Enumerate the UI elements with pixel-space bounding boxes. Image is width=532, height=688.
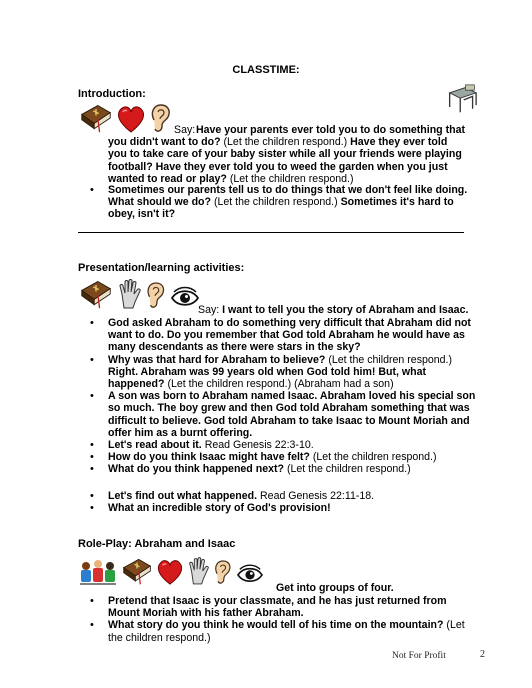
eye-icon <box>236 562 264 586</box>
ear-icon <box>212 558 234 586</box>
list-item: What an incredible story of God's provis… <box>86 502 478 514</box>
bullet-bold: Let's read about it. <box>108 439 202 452</box>
presentation-icon-row <box>78 278 200 310</box>
intro-say-plain-2: (Let the children respond.) <box>229 172 354 185</box>
bullet-plain: (Let the children respond.) <box>328 353 453 366</box>
say-label: Say: <box>198 304 220 316</box>
bible-icon <box>78 278 114 310</box>
eye-icon <box>170 284 200 310</box>
hand-icon <box>116 278 142 310</box>
list-item: Pretend that Isaac is your classmate, an… <box>86 595 478 619</box>
page-title: CLASSTIME: <box>232 64 300 76</box>
presentation-say-text: I want to tell you the story of Abraham … <box>222 304 469 316</box>
bullet-bold: Why was that hard for Abraham to believe… <box>108 353 326 366</box>
bullet-bold: What story do you think he would tell of… <box>108 619 444 632</box>
intro-heading: Introduction: <box>78 88 146 100</box>
footer-text: Not For Profit <box>392 651 446 661</box>
bullet-bold: Pretend that Isaac is your classmate, an… <box>108 595 447 620</box>
intro-bullet-list: Sometimes our parents tell us to do thin… <box>86 184 478 221</box>
bullet-plain: (Let the children respond.) <box>213 196 338 209</box>
intro-say-bold-2: Have they ever told you to take care of … <box>108 136 462 185</box>
bullet-bold: A son was born to Abraham named Isaac. A… <box>108 390 476 439</box>
bullet-plain: Read Genesis 22:11-18. <box>260 490 375 502</box>
list-item: How do you think Isaac might have felt? … <box>86 451 478 463</box>
roleplay-heading: Role-Play: Abraham and Isaac <box>78 538 236 550</box>
bullet-bold: How do you think Isaac might have felt? <box>108 451 310 464</box>
children-group-icon <box>78 556 118 586</box>
school-desk-icon <box>444 84 480 114</box>
presentation-say-line: Say: I want to tell you the story of Abr… <box>198 304 498 316</box>
bullet-bold: What an incredible story of God's provis… <box>108 502 331 515</box>
bullet-plain: (Let the children respond.) <box>286 463 411 476</box>
bullet-plain: (Let the children respond.) <box>312 451 437 464</box>
roleplay-bullet-list: Pretend that Isaac is your classmate, an… <box>86 595 478 644</box>
bible-icon <box>120 556 154 586</box>
bullet-bold: Right. Abraham was 99 years old when God… <box>108 365 427 391</box>
bullet-bold: What do you think happened next? <box>108 463 284 476</box>
bullet-plain: (Let the children respond.) (Abraham had… <box>167 378 394 391</box>
bullet-plain: Read Genesis 22:3-10. <box>204 439 314 452</box>
bullet-plain: (Let the children respond.) <box>108 619 465 644</box>
list-item: What story do you think he would tell of… <box>86 619 478 643</box>
bullet-bold: Let's find out what happened. <box>108 490 258 502</box>
list-item: Let's read about it. Read Genesis 22:3-1… <box>86 439 478 451</box>
list-item: What do you think happened next? (Let th… <box>86 463 478 475</box>
list-item: Let's find out what happened. Read Genes… <box>86 490 478 502</box>
intro-say-plain-1: (Let the children respond.) <box>223 136 348 149</box>
list-item: Sometimes our parents tell us to do thin… <box>86 184 478 221</box>
presentation-bullet-list-2: Let's find out what happened. Read Genes… <box>86 490 478 515</box>
say-label: Say: <box>174 124 196 136</box>
roleplay-icon-row <box>78 556 264 586</box>
bullet-bold: Sometimes our parents tell us to do thin… <box>108 184 468 209</box>
bullet-bold: God asked Abraham to do something very d… <box>108 317 471 354</box>
bullet-bold: Sometimes it's hard to obey, isn't it? <box>108 196 454 221</box>
heart-icon <box>156 558 184 586</box>
ear-icon <box>144 280 168 310</box>
intro-say-bold-1: Have your parents ever told you to do so… <box>108 124 466 149</box>
list-item: Why was that hard for Abraham to believe… <box>86 354 478 391</box>
roleplay-lead-text: Get into groups of four. <box>276 582 394 594</box>
intro-say-first-line: Say: <box>174 124 195 136</box>
presentation-bullet-list: God asked Abraham to do something very d… <box>86 317 478 476</box>
hand-icon <box>186 556 210 586</box>
list-item: A son was born to Abraham named Isaac. A… <box>86 390 478 439</box>
section-divider <box>78 232 464 233</box>
intro-say-text: Have your parents ever told you to do so… <box>108 124 468 185</box>
list-item: God asked Abraham to do something very d… <box>86 317 478 354</box>
presentation-heading: Presentation/learning activities: <box>78 262 245 274</box>
page-number: 2 <box>480 649 485 660</box>
